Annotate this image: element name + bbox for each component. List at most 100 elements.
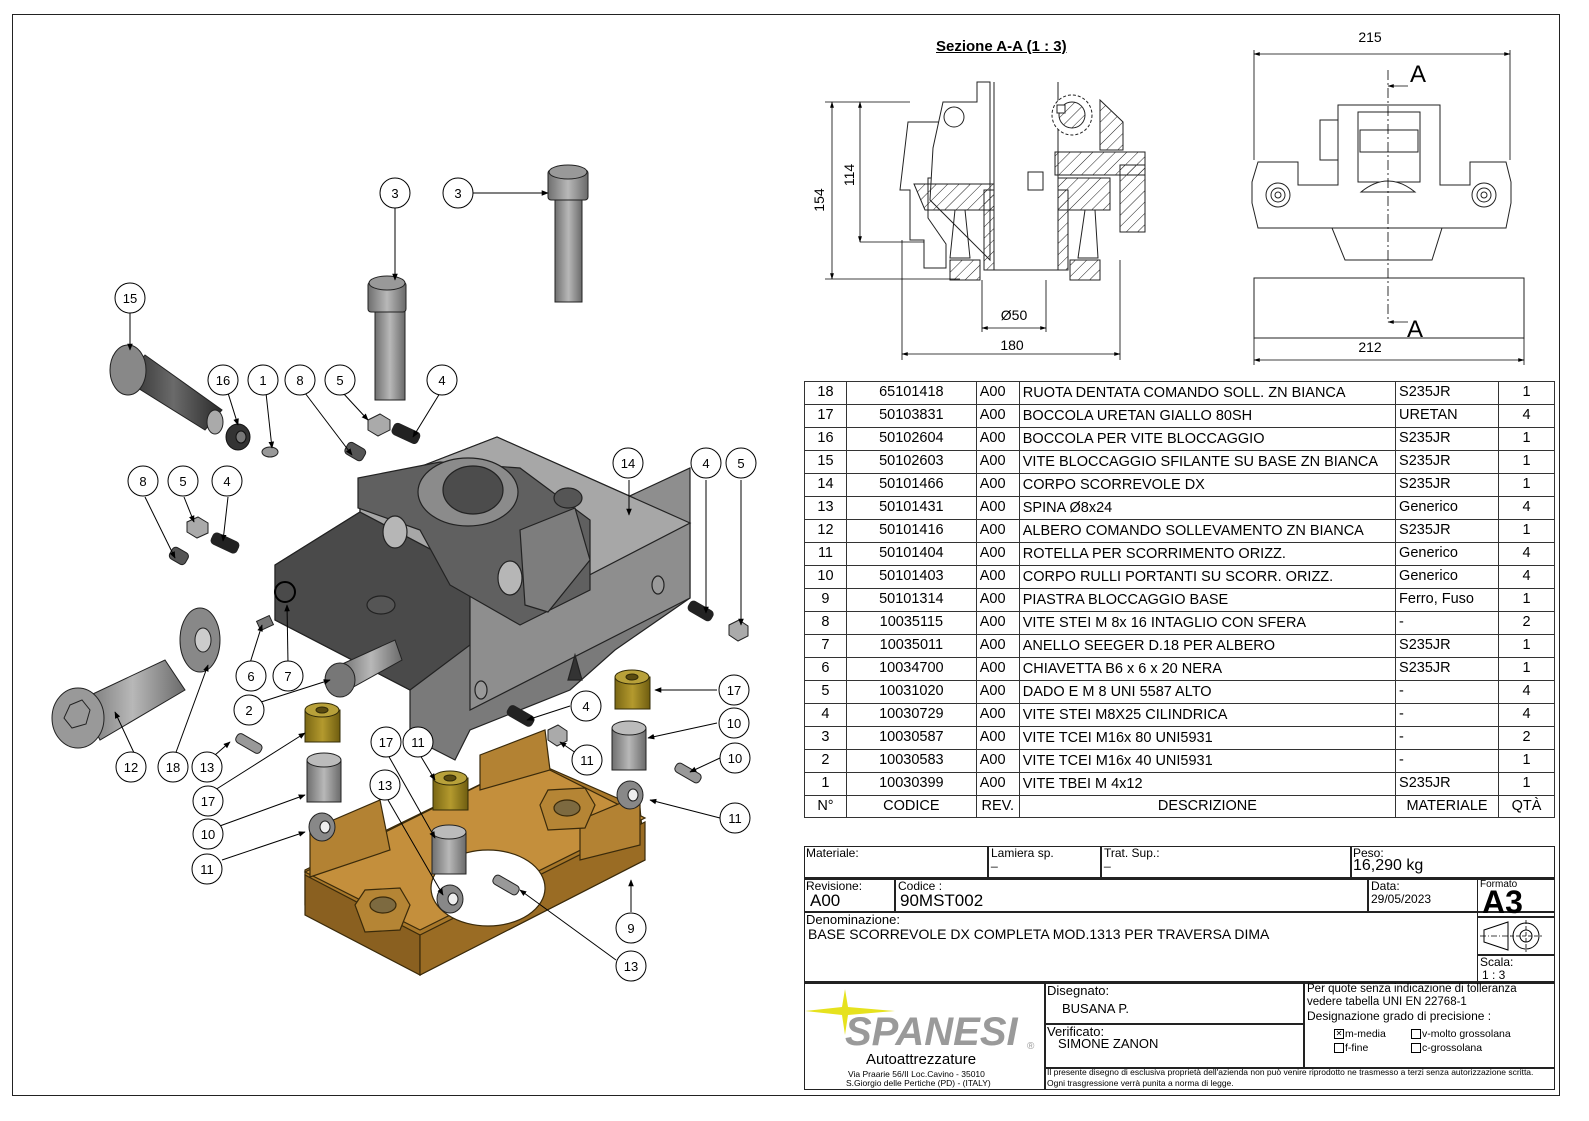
balloon: 11 <box>719 802 751 834</box>
bom-qty: 1 <box>1498 519 1555 543</box>
balloon-circle <box>379 177 411 209</box>
balloon-label: 11 <box>411 735 425 750</box>
balloon-circle <box>324 364 356 396</box>
balloon-label: 18 <box>166 760 180 775</box>
lamiera-label: Lamiera sp. <box>991 846 1054 860</box>
balloon-circle <box>157 751 189 783</box>
balloon-circle <box>719 742 751 774</box>
balloon-label: 13 <box>378 778 392 793</box>
denominazione-label: Denominazione: <box>806 912 900 927</box>
balloon: 13 <box>615 950 647 982</box>
bom-item-number: 4 <box>804 703 847 727</box>
balloon-label: 8 <box>296 373 303 388</box>
bom-rev: A00 <box>975 634 1020 658</box>
bom-qty: 4 <box>1498 404 1555 428</box>
balloon: 4 <box>426 364 458 396</box>
bom-code: 50102604 <box>845 427 977 451</box>
balloon-label: 5 <box>179 474 186 489</box>
part-albero-comando <box>51 659 186 749</box>
balloon-label: 15 <box>123 291 137 306</box>
balloon-circle <box>442 177 474 209</box>
part-vite-tcei-m16x80-a <box>367 275 407 401</box>
bom-material: Generico <box>1395 496 1499 520</box>
balloon-circle <box>247 364 279 396</box>
balloon: 11 <box>571 744 603 776</box>
bom-rev: A00 <box>975 450 1020 474</box>
formato-value: A3 <box>1482 884 1523 920</box>
bom-rev: A00 <box>975 772 1020 796</box>
balloon-circle <box>571 744 603 776</box>
bom-item-number: 2 <box>804 749 847 773</box>
checkbox-icon[interactable] <box>1411 1029 1421 1039</box>
tolerance-option-label: v-molto grossolana <box>1422 1028 1511 1040</box>
balloon: 9 <box>615 912 647 944</box>
balloon-label: 5 <box>336 373 343 388</box>
bom-material: - <box>1395 611 1499 635</box>
bom-rev: A00 <box>975 657 1020 681</box>
bom-qty: 1 <box>1498 749 1555 773</box>
balloon-label: 17 <box>379 735 393 750</box>
bom-material: S235JR <box>1395 381 1499 405</box>
bom-rev: A00 <box>975 565 1020 589</box>
balloon-circle <box>192 818 224 850</box>
roller-bodies <box>306 720 647 914</box>
balloon-circle <box>612 447 644 479</box>
balloon: 17 <box>192 785 224 817</box>
tolerance-option-label: c-grossolana <box>1422 1042 1483 1054</box>
bom-code: 10030729 <box>845 703 977 727</box>
balloon-label: 17 <box>727 683 741 698</box>
balloon-circle <box>690 447 722 479</box>
exploded-view: 3315161854144585467241710121813171017111… <box>51 164 757 982</box>
balloon-label: 4 <box>438 373 445 388</box>
bom-item-number: 9 <box>804 588 847 612</box>
tolerance-option[interactable]: ✕m-media <box>1334 1028 1386 1040</box>
balloon-circle <box>191 853 223 885</box>
balloon: 12 <box>115 751 147 783</box>
tolerance-line2: vedere tabella UNI EN 22768-1 <box>1307 996 1467 1008</box>
balloon-label: 11 <box>580 753 594 768</box>
bom-material: S235JR <box>1395 657 1499 681</box>
bom-qty: 4 <box>1498 542 1555 566</box>
balloon-circle <box>192 785 224 817</box>
data-value: 29/05/2023 <box>1371 892 1432 906</box>
verificato-value: SIMONE ZANON <box>1058 1036 1159 1051</box>
bom-description: VITE STEI M 8x 16 INTAGLIO CON SFERA <box>1018 611 1397 635</box>
bom-rev: A00 <box>975 588 1020 612</box>
bom-code: 50103831 <box>845 404 977 428</box>
tolerance-option[interactable]: v-molto grossolana <box>1411 1028 1511 1040</box>
bom-description: CORPO RULLI PORTANTI SU SCORR. ORIZZ. <box>1018 565 1397 589</box>
bom-material: Generico <box>1395 542 1499 566</box>
tolerance-line1: Per quote senza indicazione di tolleranz… <box>1307 983 1517 995</box>
tolerance-option[interactable]: c-grossolana <box>1411 1042 1482 1054</box>
bom-code: 10030583 <box>845 749 977 773</box>
company-subtitle: Autoattrezzature <box>866 1051 977 1068</box>
projection-symbol-icon <box>1480 920 1542 952</box>
checkbox-icon[interactable] <box>1411 1043 1421 1053</box>
bom-rev: A00 <box>975 381 1020 405</box>
balloon-circle <box>570 690 602 722</box>
bom-material: Generico <box>1395 565 1499 589</box>
bom-material: - <box>1395 680 1499 704</box>
balloon-circle <box>284 364 316 396</box>
bom-item-number: 13 <box>804 496 847 520</box>
checkbox-icon[interactable] <box>1334 1043 1344 1053</box>
bom-rev: A00 <box>975 519 1020 543</box>
tolerance-option[interactable]: f-fine <box>1334 1042 1368 1054</box>
bom-qty: 4 <box>1498 703 1555 727</box>
bom-rev: A00 <box>975 703 1020 727</box>
bom-item-number: 18 <box>804 381 847 405</box>
bom-qty: 2 <box>1498 611 1555 635</box>
materiale-label: Materiale: <box>806 846 859 860</box>
balloon-circle <box>211 465 243 497</box>
balloon-label: 4 <box>702 456 709 471</box>
balloon-label: 10 <box>201 827 215 842</box>
checkbox-checked-icon[interactable]: ✕ <box>1334 1029 1344 1039</box>
